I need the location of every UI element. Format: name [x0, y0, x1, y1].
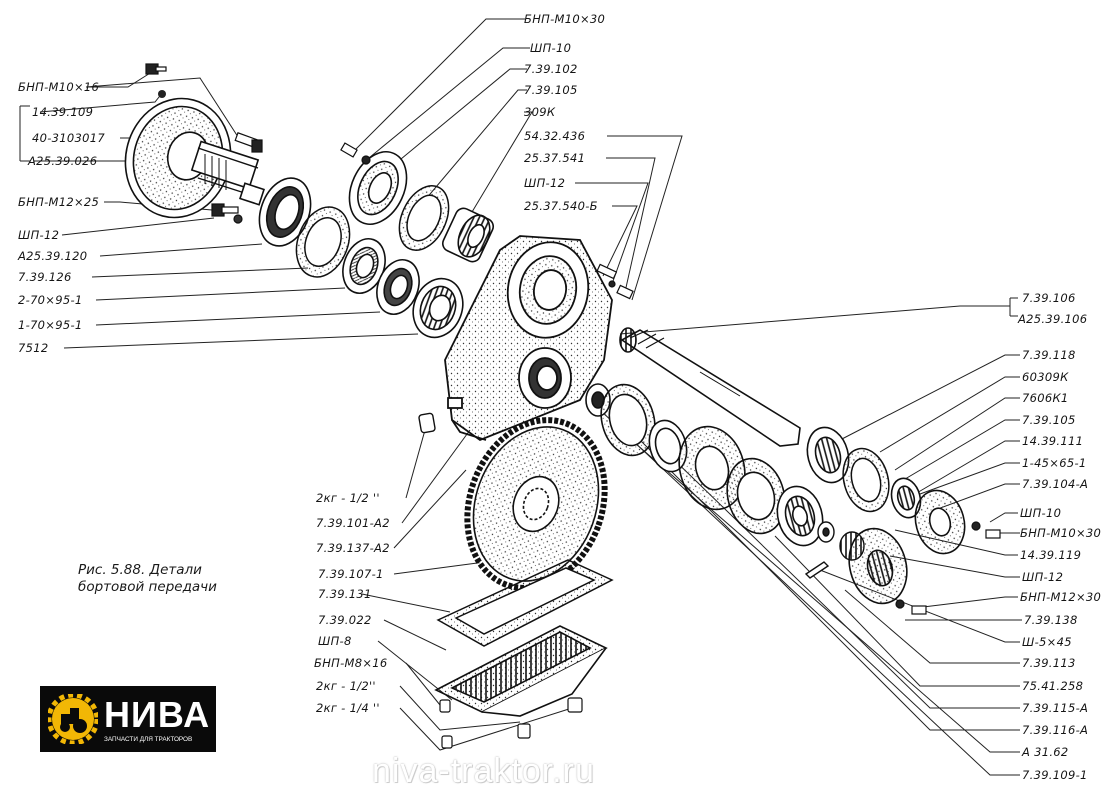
bearing-7512	[412, 277, 464, 339]
bolt-m10x16	[145, 63, 167, 75]
label-7512: 7512	[18, 341, 48, 355]
gearbox-housing	[444, 235, 613, 442]
label-60309k: 60309К	[1022, 370, 1069, 384]
label-25-37-540b: 25.37.540-Б	[524, 199, 598, 213]
bearing-cup-2	[726, 457, 786, 535]
label-7606k1: 7606К1	[1022, 391, 1069, 405]
label-1-45x65-1: 1-45×65-1	[1022, 456, 1087, 470]
label-shp8: ШП-8	[318, 634, 352, 648]
label-7-39-106: 7.39.106	[1022, 291, 1076, 305]
label-bnp-m12x30: БНП-М12×30	[1020, 590, 1101, 604]
label-bnp-m10x16: БНП-М10×16	[18, 80, 99, 94]
label-7-39-126: 7.39.126	[18, 270, 72, 284]
bearing-60309k	[806, 426, 850, 484]
bolt-m10x30-right	[971, 521, 1001, 539]
pinion-shaft	[619, 327, 801, 447]
seal-cup	[258, 177, 312, 247]
label-shp12-mid: ШП-12	[524, 176, 565, 190]
logo-name: НИВА	[104, 694, 211, 735]
label-309k: 309К	[524, 105, 556, 119]
label-bnp-m10x30-top: БНП-М10×30	[524, 12, 605, 26]
label-2kg-half-mid: 2кг - 1/2 ''	[316, 491, 380, 505]
bolt-m12x25	[211, 203, 243, 224]
label-75-41-258: 75.41.258	[1022, 679, 1083, 693]
label-54-32-436: 54.32.436	[524, 129, 585, 143]
label-bnp-m8x16: БНП-М8×16	[314, 656, 388, 670]
caption-line-2: бортовой передачи	[78, 579, 217, 595]
label-shp12-right: ШП-12	[1022, 570, 1063, 584]
label-7-39-115a: 7.39.115-А	[1022, 701, 1088, 715]
label-7-39-022: 7.39.022	[318, 613, 372, 627]
gasket-right	[842, 447, 890, 513]
label-bnp-m10x30-right: БНП-М10×30	[1020, 526, 1101, 540]
label-7-39-113: 7.39.113	[1022, 656, 1076, 670]
label-7-39-102: 7.39.102	[524, 62, 578, 76]
lock-plate	[600, 383, 656, 457]
driven-gear	[464, 417, 608, 591]
cotter-pin	[804, 561, 830, 579]
label-a25-39-120: А25.39.120	[17, 249, 87, 263]
bearing-7606	[776, 485, 824, 547]
end-cover	[914, 489, 966, 555]
label-7-39-107-1: 7.39.107-1	[318, 567, 384, 581]
label-bnp-m12x25: БНП-М12×25	[18, 195, 99, 209]
label-7-39-137-a2: 7.39.137-А2	[316, 541, 390, 555]
label-shp10-top: ШП-10	[530, 41, 571, 55]
bolt-m12x30	[895, 599, 927, 615]
label-40-3103017: 40-3103017	[32, 131, 105, 145]
label-7-39-105-top: 7.39.105	[524, 83, 578, 97]
label-a25-39-106: А25.39.106	[1017, 312, 1087, 326]
bearing-cover	[348, 151, 408, 225]
washer-small	[158, 90, 166, 98]
plug-2kg-half	[418, 412, 436, 434]
oil-seal-2	[376, 259, 420, 315]
logo-subtitle: ЗАПЧАСТИ ДЛЯ ТРАКТОРОВ	[104, 736, 193, 743]
bolt-top-right	[234, 132, 263, 153]
label-1-70x95-1: 1-70×95-1	[18, 318, 83, 332]
bearing-309k	[441, 207, 495, 263]
label-shp10-right: ШП-10	[1020, 506, 1061, 520]
label-7-39-131: 7.39.131	[318, 587, 372, 601]
bolts-m8x16	[439, 697, 583, 749]
label-sh5x45: Ш-5×45	[1022, 635, 1072, 649]
part-labels: БНП-М10×30 ШП-10 7.39.102 7.39.105 309К …	[17, 12, 1101, 782]
gear-tractor-icon	[48, 694, 98, 744]
label-2kg-quarter: 2кг - 1/4 ''	[316, 701, 380, 715]
oil-pan	[434, 625, 608, 717]
hub-flange	[848, 527, 908, 605]
label-a25-39-026: А25.39.026	[27, 154, 97, 168]
watermark: niva-traktor.ru	[372, 752, 595, 790]
seal-45x65	[890, 477, 922, 519]
label-shp12-left: ШП-12	[18, 228, 59, 242]
drive-flange	[124, 97, 265, 219]
label-7-39-104a: 7.39.104-А	[1022, 477, 1088, 491]
gasket-ring-1	[295, 206, 351, 278]
label-14-39-111: 14.39.111	[1022, 434, 1083, 448]
label-7-39-105-right: 7.39.105	[1022, 413, 1076, 427]
label-25-37-541: 25.37.541	[524, 151, 585, 165]
label-14-39-119: 14.39.119	[1020, 548, 1081, 562]
label-2-70x95-1: 2-70×95-1	[18, 293, 83, 307]
label-7-39-116a: 7.39.116-А	[1022, 723, 1088, 737]
niva-logo: НИВА ЗАПЧАСТИ ДЛЯ ТРАКТОРОВ	[40, 686, 216, 752]
shim-ring	[648, 419, 688, 473]
caption-line-1: Рис. 5.88. Детали	[78, 562, 202, 578]
small-washer-right	[817, 521, 835, 543]
label-a31-62: А 31.62	[1021, 745, 1069, 759]
label-2kg-half-low: 2кг - 1/2''	[316, 679, 376, 693]
label-7-39-118: 7.39.118	[1022, 348, 1076, 362]
label-14-39-109: 14.39.109	[32, 105, 93, 119]
label-7-39-109-1: 7.39.109-1	[1022, 768, 1088, 782]
figure-caption: Рис. 5.88. Детали бортовой передачи	[78, 562, 258, 596]
oil-seal-1	[342, 238, 386, 294]
pan-gasket	[436, 559, 614, 647]
label-7-39-138: 7.39.138	[1024, 613, 1078, 627]
label-7-39-101-a2: 7.39.101-А2	[316, 516, 390, 530]
gasket-7-39-105	[398, 185, 450, 251]
pin-group	[596, 263, 634, 300]
bolt-m10x30-top	[340, 142, 371, 165]
